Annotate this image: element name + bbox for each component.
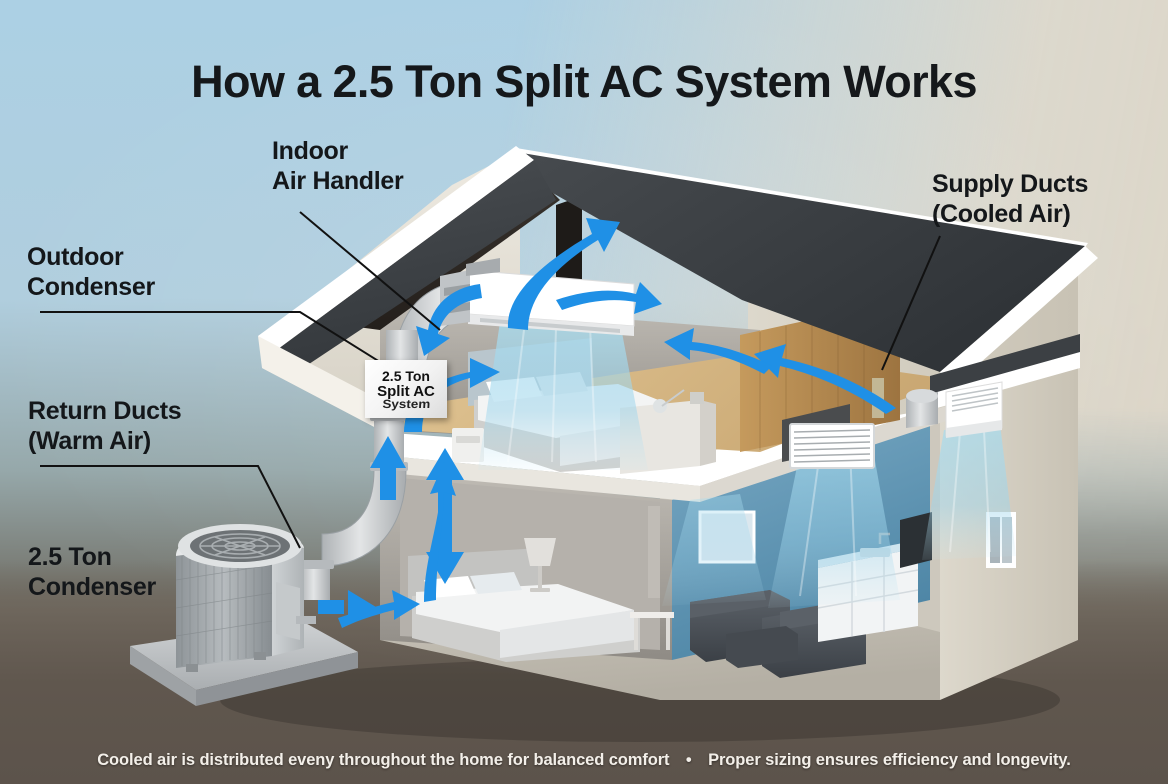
unit-card-line-1: 2.5 Ton <box>382 367 430 384</box>
table-lamp-shade <box>524 538 556 566</box>
arrow-riser-head <box>370 436 406 468</box>
unit-label-card: 2.5 Ton Split AC System <box>365 360 447 418</box>
caption-left-text: Cooled air is distributed eveny througho… <box>97 751 670 769</box>
arrow-into-air-handler <box>404 358 500 432</box>
table-lamp-stem <box>538 566 542 588</box>
roof-eave-right <box>940 246 1098 388</box>
air-stream-right-unit <box>922 424 1016 560</box>
arrow-vertical-head-up <box>426 448 464 480</box>
callout-supply-ducts: Supply Ducts (Cooled Air) <box>932 170 1089 228</box>
duct-above-unit <box>386 330 418 362</box>
condenser-foot-2 <box>254 652 266 660</box>
refrigerant-line <box>296 616 316 624</box>
shelf-object <box>690 392 704 404</box>
callout-condenser-25-ton: 2.5 Ton Condenser <box>28 543 156 601</box>
floor-slab-edge <box>378 455 700 502</box>
callout-outdoor-condenser: Outdoor Condenser <box>27 243 155 301</box>
callout-return-ducts: Return Ducts (Warm Air) <box>28 397 182 455</box>
nightstand-left <box>452 428 484 462</box>
lower-pillow-1 <box>424 576 476 598</box>
table-lamp-base <box>530 588 550 592</box>
side-table-leg-1 <box>634 618 638 650</box>
wall-unit-grille <box>951 387 999 412</box>
supply-register-grille <box>789 423 875 469</box>
arrow-lower-supply <box>338 590 420 628</box>
wall-unit-louver <box>946 420 1002 438</box>
footer-caption: Cooled air is distributed eveny througho… <box>0 751 1168 770</box>
arrow-return-up <box>424 462 456 602</box>
condenser-coil-face <box>176 540 272 668</box>
nightstand-drawer <box>456 436 480 443</box>
air-stream-upper-left <box>478 322 648 470</box>
condenser-pad-edge-right <box>196 652 358 706</box>
air-stream-living-room <box>662 494 766 606</box>
condenser-pad-edge-left <box>130 646 196 706</box>
register-fins <box>793 429 871 463</box>
bedroom-door <box>648 506 660 598</box>
lower-pillow-2 <box>470 572 522 594</box>
caption-separator: • <box>685 751 692 769</box>
arrow-riser-shaft <box>380 460 396 500</box>
lamp-arm <box>661 389 685 407</box>
callout-indoor-air-handler: Indoor Air Handler <box>272 137 404 195</box>
desk-lamp <box>653 399 667 413</box>
register-frame <box>789 423 875 469</box>
condenser-foot-1 <box>186 664 198 672</box>
wall-mounted-unit-right <box>945 381 1003 438</box>
arrow-up-attic <box>507 218 620 330</box>
duct-end-cap-right <box>906 389 938 403</box>
air-stream-lower-register <box>768 444 900 608</box>
arrow-down-duct <box>416 284 482 356</box>
air-handler-pipe-run <box>466 258 500 276</box>
lower-bed-duvet <box>416 584 634 632</box>
arrow-up-right-duct <box>556 282 662 314</box>
unit-card-line-3: System <box>381 396 431 411</box>
condenser-fan-blades <box>199 533 281 559</box>
caption-right-text: Proper sizing ensures efficiency and lon… <box>708 751 1071 769</box>
arrow-right-supply-2 <box>664 328 772 374</box>
right-wing-roof <box>930 334 1080 394</box>
condenser-service-panel <box>276 582 300 640</box>
page-title: How a 2.5 Ton Split AC System Works <box>191 56 977 107</box>
side-table-top <box>630 612 674 618</box>
air-stream-striations <box>507 325 991 597</box>
dresser-side <box>700 400 716 466</box>
lower-bed-duvet-fold <box>500 610 634 658</box>
cool-air-streams <box>478 322 1016 608</box>
ottoman <box>726 626 798 668</box>
airflow-arrows <box>318 218 896 628</box>
return-duct-run-lower <box>300 566 330 600</box>
arrow-condenser-head <box>348 590 376 624</box>
unit-card-line-2: Split AC <box>377 382 435 400</box>
arrow-condenser-line <box>318 600 344 614</box>
arrow-right-supply-1 <box>754 344 896 414</box>
side-table-leg-2 <box>666 618 670 650</box>
